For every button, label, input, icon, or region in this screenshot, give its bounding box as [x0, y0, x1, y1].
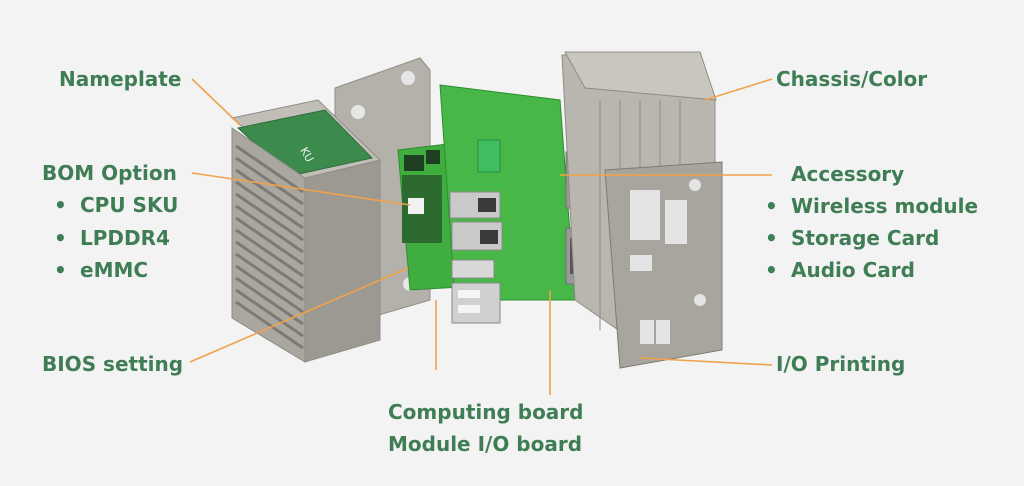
accessory-item-audio: Audio Card: [765, 258, 915, 282]
accessory-item-wireless: Wireless module: [765, 194, 978, 218]
leader-nameplate: [191, 78, 241, 126]
bom-item-lpddr4: LPDDR4: [54, 226, 170, 250]
accessory-label: Accessory: [791, 162, 905, 186]
svg-text:KU: KU: [297, 145, 316, 164]
chassis-color-label: Chassis/Color: [776, 67, 928, 91]
bom-item-cpu-sku: CPU SKU: [54, 193, 178, 217]
io-plate: [604, 161, 723, 369]
leader-lines: [189, 78, 773, 395]
leader-bios: [189, 267, 409, 363]
computing-board-label: Computing board: [388, 400, 584, 424]
heatsink-fins: [235, 144, 304, 350]
bom-option-label: BOM Option: [42, 161, 177, 185]
bom-item-emmc: eMMC: [54, 258, 148, 282]
leader-chassis: [704, 78, 773, 101]
leader-bom: [191, 172, 411, 206]
module-io-board-label: Module I/O board: [388, 432, 583, 456]
cpu-chip: [408, 198, 424, 214]
accessory-item-storage: Storage Card: [765, 226, 939, 250]
heatsink-enclosure: KU: [230, 99, 381, 363]
bios-setting-label: BIOS setting: [42, 352, 184, 376]
io-printing-label: I/O Printing: [776, 352, 906, 376]
leader-io-printing: [639, 357, 773, 366]
nameplate-label: Nameplate: [59, 67, 182, 91]
